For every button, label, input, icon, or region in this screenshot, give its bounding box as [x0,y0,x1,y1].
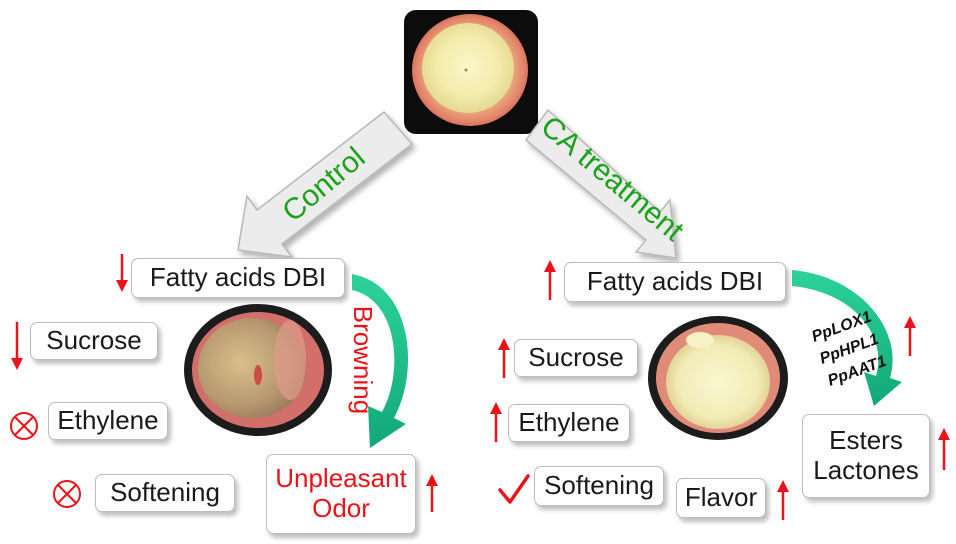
indicator-arrows [11,254,950,520]
up-arrow-icon [777,480,789,520]
control-sucrose-box: Sucrose [30,322,158,360]
ca-flavor-text: Flavor [684,482,758,513]
control-sucrose-text: Sucrose [46,325,142,356]
esters-text: Esters [829,425,903,456]
ca-softening-box: Softening [534,466,664,506]
checkmark-icon [498,474,530,504]
ca-esters-lactones-box: Esters Lactones [802,414,930,498]
control-fatty-acids-box: Fatty acids DBI [131,258,345,298]
lactones-text: Lactones [813,455,919,485]
ca-sucrose-text: Sucrose [528,342,624,373]
browning-label: Browning [348,306,378,414]
peach-photo-ca [648,316,788,440]
inhibited-icon [53,480,81,508]
ca-ethylene-box: Ethylene [508,404,630,442]
control-branch-arrow [237,110,414,258]
odor-text: Odor [312,493,370,523]
up-arrow-icon [490,402,502,442]
unpleasant-text: Unpleasant [275,463,407,494]
ca-branch-arrow [524,108,677,259]
ca-treatment-label: CA treatment [534,110,690,248]
down-arrow-icon [116,254,128,292]
up-arrow-icon [938,428,950,470]
ca-fatty-acids-text: Fatty acids DBI [586,266,764,297]
up-arrow-icon [904,316,916,356]
down-arrow-icon [11,322,23,370]
peach-photo-control [184,304,332,436]
control-fatty-acids-text: Fatty acids DBI [149,262,327,293]
ca-flavor-box: Flavor [676,478,766,518]
gene-pathway-curved-arrow [792,270,902,406]
peach-photo-initial [404,10,538,134]
up-arrow-icon [544,260,556,300]
control-ethylene-text: Ethylene [57,405,159,436]
control-softening-box: Softening [95,474,235,512]
inhibited-icon [10,412,38,440]
up-arrow-icon [498,338,510,378]
up-arrow-icon [426,474,438,512]
ca-sucrose-box: Sucrose [514,339,638,377]
ca-fatty-acids-box: Fatty acids DBI [564,262,786,302]
ca-ethylene-text: Ethylene [518,407,620,438]
browning-curved-arrow [352,274,409,448]
control-ethylene-box: Ethylene [48,402,168,440]
control-outcome-box: Unpleasant Odor [266,454,416,534]
control-softening-text: Softening [110,477,220,508]
ca-softening-text: Softening [544,470,654,501]
